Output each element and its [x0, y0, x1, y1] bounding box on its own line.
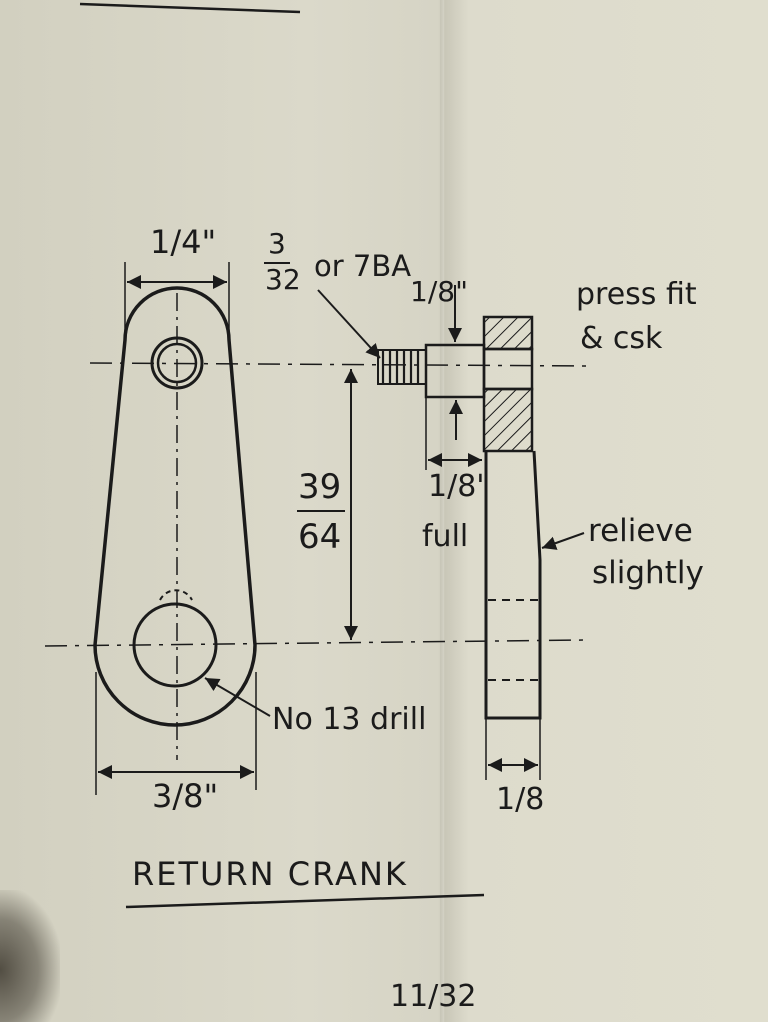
thread-fraction-den: 32: [265, 263, 301, 296]
thread-label: or 7BA: [314, 249, 412, 283]
title-underline: [125, 893, 485, 909]
drill-label: No 13 drill: [272, 702, 427, 737]
boss-length-note: full: [422, 519, 469, 554]
bottom-centerline: [44, 639, 586, 647]
dim-thickness: [485, 718, 541, 780]
relieve-line1: relieve: [588, 513, 693, 549]
hidden-keyway: [159, 589, 193, 601]
dim-boss-height: [448, 285, 463, 440]
thickness-label: 1/8: [496, 782, 545, 817]
crank-end-view: [377, 315, 542, 720]
center-distance-den: 64: [298, 517, 342, 557]
bottom-width-label: 3/8": [152, 777, 219, 815]
top-width-label: 1/4": [150, 223, 217, 261]
center-distance-num: 39: [298, 467, 342, 507]
pin-bore: [482, 347, 534, 391]
boss-height-label: 1/8": [410, 275, 468, 308]
boss-length-label: 1/8": [428, 469, 491, 504]
relieve-line2: slightly: [592, 555, 704, 591]
crank-outline: [93, 286, 257, 727]
page-fold: [440, 0, 444, 1022]
dim-boss-length: [425, 397, 482, 470]
crank-side-view: [93, 286, 257, 760]
press-fit-line1: press fit: [576, 277, 697, 312]
corner-shadow: [0, 890, 60, 1022]
section-hatch-bottom: [482, 387, 534, 453]
previous-title-underline: [79, 2, 301, 14]
thread-fraction-num: 3: [268, 227, 286, 260]
relieve-leader: [541, 532, 585, 550]
drill-leader: [204, 677, 271, 717]
footer-dimension: 11/32: [390, 979, 477, 1014]
thread-fraction-bar: [264, 262, 290, 264]
boss: [424, 343, 486, 399]
thread-leader: [317, 289, 381, 359]
top-centerline: [89, 362, 591, 367]
dim-top-width: [124, 262, 230, 338]
drawing-title: RETURN CRANK: [132, 855, 408, 893]
center-distance-bar: [297, 510, 345, 512]
arm-body: [484, 450, 542, 720]
section-hatch-top: [482, 315, 534, 351]
press-fit-line2: & csk: [580, 321, 663, 356]
dim-bottom-width: [95, 672, 257, 795]
